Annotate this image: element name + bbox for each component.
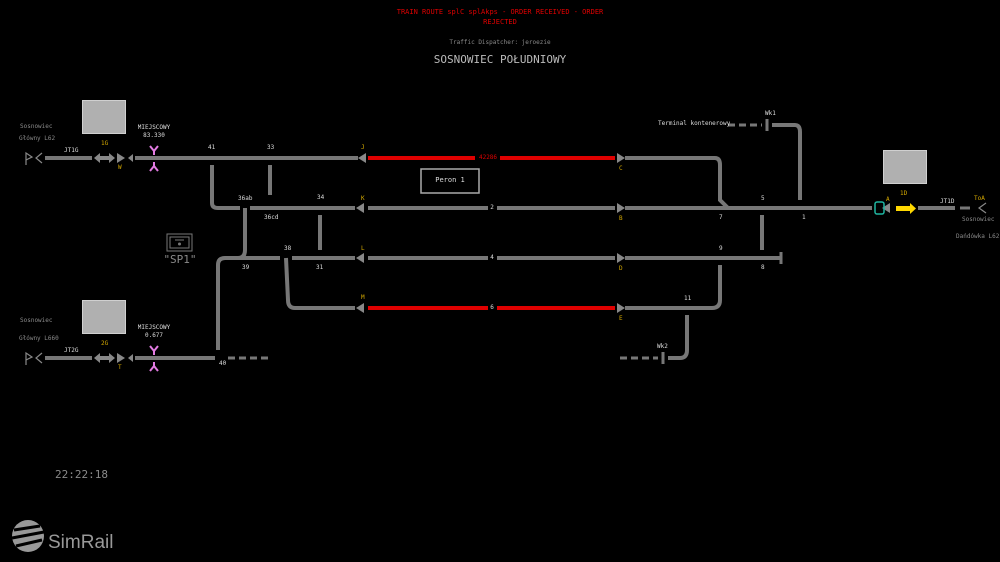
track-label: 6 (490, 304, 494, 311)
signal-a-icon[interactable] (882, 203, 890, 213)
crossing-label: MIEJSCOWY (137, 324, 171, 331)
signal-m-icon[interactable] (356, 303, 364, 313)
signal-code-label: 2G (101, 340, 109, 347)
switch-36-path[interactable] (237, 208, 247, 260)
signal-label: J (361, 144, 365, 151)
train-window-right[interactable] (883, 150, 927, 184)
block-label: JT1D (940, 198, 955, 205)
switch-label[interactable]: 39 (242, 264, 250, 271)
switch-label[interactable]: 1 (802, 214, 806, 221)
crossing-bottom-icon[interactable] (149, 345, 159, 355)
signal-b-icon[interactable] (617, 203, 625, 213)
alert-message-2: REJECTED (483, 18, 517, 26)
signal-label: K (361, 195, 365, 202)
signal-c-icon[interactable] (617, 153, 625, 163)
simrail-logo-icon (11, 520, 45, 552)
signal-e-icon[interactable] (617, 303, 625, 313)
signal-code-label: 1G (101, 140, 109, 147)
switch-label[interactable]: 36cd (264, 214, 279, 221)
signal-a-selected-icon[interactable] (874, 201, 885, 215)
block-arrow-1d-icon (896, 203, 916, 214)
signal-d-icon[interactable] (617, 253, 625, 263)
block-arrow-2g-icon (109, 353, 115, 363)
block-arrow-1g-icon (109, 153, 115, 163)
track-label: 42286 (478, 154, 498, 161)
station-title: SOSNOWIEC POŁUDNIOWY (433, 53, 567, 66)
switch-label[interactable]: 33 (267, 144, 275, 151)
siding-label: Wk1 (765, 110, 776, 117)
crossing-km: 0.677 (144, 332, 164, 339)
signal-label: B (619, 215, 623, 222)
clock: 22:22:18 (55, 468, 108, 481)
switch-40-path[interactable] (216, 256, 280, 350)
signal-label: L (361, 245, 365, 252)
switch-label[interactable]: 34 (317, 194, 325, 201)
switch-41-path[interactable] (210, 165, 240, 210)
switch-7-path[interactable] (714, 156, 730, 210)
dest-label: Sosnowiec (962, 216, 995, 223)
dest-line-label: Dańdówka L62 (956, 233, 1000, 240)
track-e-exit[interactable] (625, 265, 722, 310)
train-window-bottom-left[interactable] (82, 300, 126, 334)
signal-label: M (361, 294, 365, 301)
platform-box (420, 168, 480, 194)
dispatcher-label: Traffic Dispatcher: jeroezie (449, 39, 551, 46)
signal-label: D (619, 265, 623, 272)
siding-label: Terminal kontenerowy (658, 120, 731, 127)
track-label: 4 (490, 254, 494, 261)
train-window-top-left[interactable] (82, 100, 126, 134)
switch-label[interactable]: 11 (684, 295, 692, 302)
switch-38-path[interactable] (284, 257, 355, 310)
switch-label[interactable]: 5 (761, 195, 765, 202)
simrail-logo: SimRail (48, 532, 114, 553)
block-label: JT2G (64, 347, 79, 354)
flag-icon (25, 151, 34, 165)
dest-line-label: Główny L660 (19, 335, 59, 342)
dest-label: Sosnowiec (20, 317, 53, 324)
end-signal-right-icon (977, 202, 987, 214)
switch-label[interactable]: 40 (219, 360, 227, 367)
signal-l-icon[interactable] (356, 253, 364, 263)
crossing-label: MIEJSCOWY (137, 124, 171, 131)
switch-label[interactable]: 8 (761, 264, 765, 271)
end-signal-icon (35, 152, 43, 164)
signal-label: T (118, 364, 122, 371)
signal-k-icon[interactable] (356, 203, 364, 213)
crossing-km: 83.330 (143, 132, 165, 139)
alert-message: TRAIN ROUTE splC splAkps - ORDER RECEIVE… (396, 8, 604, 16)
signal-label: ToA (974, 195, 985, 202)
sp1-icon[interactable] (166, 233, 193, 252)
signal-code-label: 1D (900, 190, 908, 197)
signal-label: C (619, 165, 623, 172)
switch-label[interactable]: 36ab (238, 195, 253, 202)
signal-label: A (886, 196, 890, 203)
switch-label[interactable]: 7 (719, 214, 723, 221)
signal-label: E (619, 315, 623, 322)
dest-label: Sosnowiec (20, 123, 53, 130)
siding-wk1[interactable] (772, 123, 802, 200)
crossing-top-icon[interactable] (149, 145, 159, 155)
siding-wk2[interactable] (668, 315, 689, 360)
signal-w-icon[interactable] (117, 153, 125, 163)
switch-label[interactable]: 38 (284, 245, 292, 252)
block-label: JT1G (64, 147, 79, 154)
platform-label: Peron 1 (435, 176, 465, 184)
siding-label: Wk2 (657, 343, 668, 350)
signal-t-icon[interactable] (117, 353, 125, 363)
sp1-label[interactable]: "SP1" (163, 253, 197, 266)
switch-label[interactable]: 9 (719, 245, 723, 252)
switch-label[interactable]: 31 (316, 264, 324, 271)
signal-label: W (118, 164, 122, 171)
signal-j-icon[interactable] (358, 153, 366, 163)
switch-label[interactable]: 41 (208, 144, 216, 151)
dest-line-label: Główny L62 (19, 135, 56, 142)
track-label: 2 (490, 204, 494, 211)
